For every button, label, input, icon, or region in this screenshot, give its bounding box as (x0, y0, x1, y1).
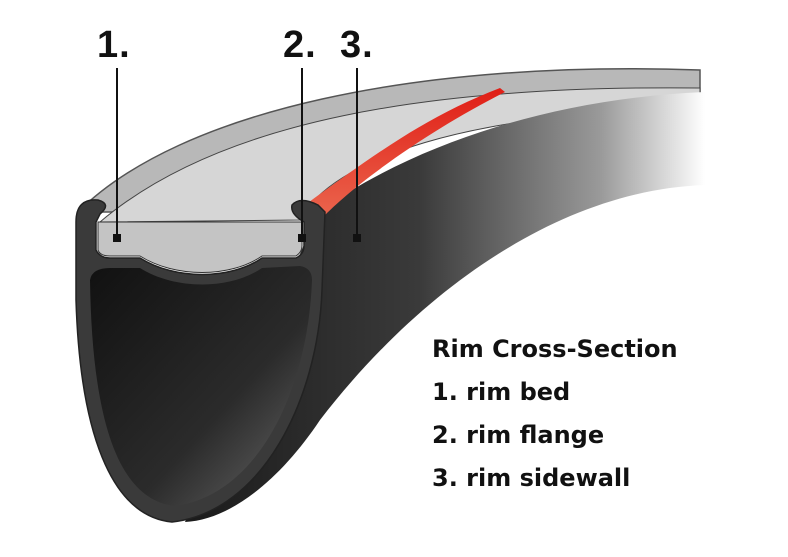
callout-number-1: 1. (97, 24, 131, 66)
callout-marker-1 (113, 234, 121, 242)
legend-item-rim-flange: 2. rim flange (432, 421, 605, 449)
callout-marker-3 (353, 234, 361, 242)
rim-bed-well (97, 221, 303, 273)
rim-hollow (90, 266, 312, 506)
tire-bead-stripe (305, 88, 505, 285)
legend-item-rim-bed: 1. rim bed (432, 378, 571, 406)
legend-title: Rim Cross-Section (432, 335, 678, 363)
callout-number-3: 3. (340, 24, 374, 66)
callout-number-2: 2. (283, 24, 317, 66)
legend-item-rim-sidewall: 3. rim sidewall (432, 464, 631, 492)
rim-sidewall (185, 92, 705, 522)
callout-marker-2 (298, 234, 306, 242)
legend: Rim Cross-Section 1. rim bed 2. rim flan… (432, 328, 678, 500)
